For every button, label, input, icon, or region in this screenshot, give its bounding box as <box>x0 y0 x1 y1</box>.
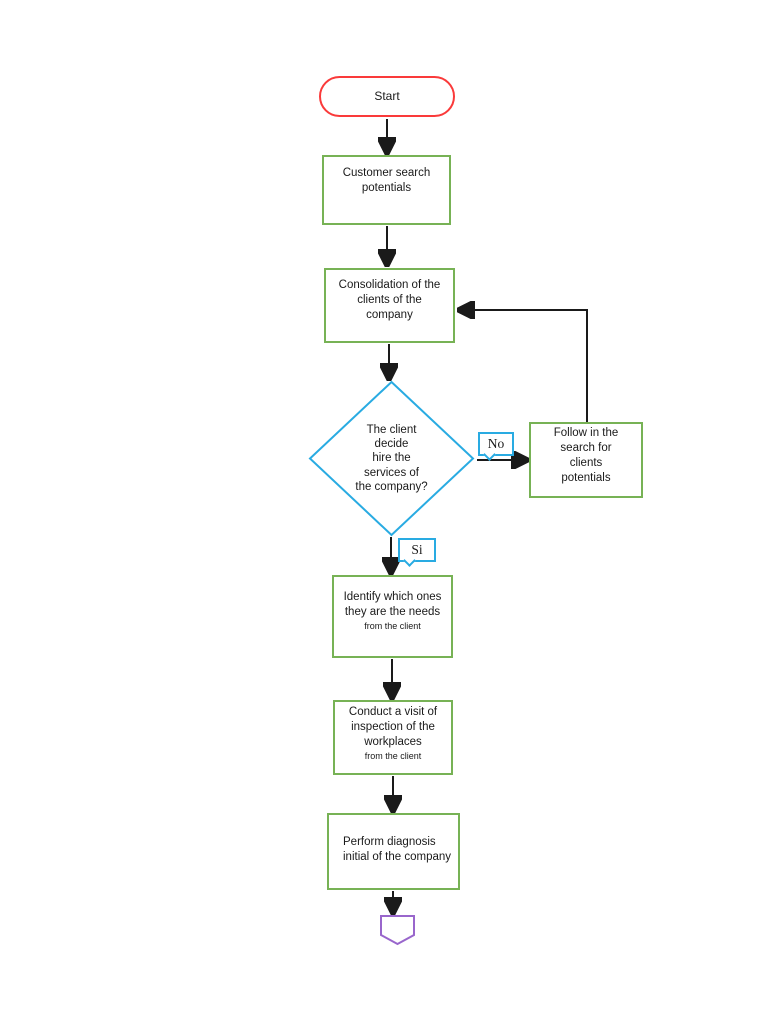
si-branch-callout: Si <box>398 538 436 562</box>
si-branch-label: Si <box>411 542 423 557</box>
decision-diamond-shape <box>308 380 475 537</box>
start-label: Start <box>374 89 400 103</box>
process-identify-needs-subtext: from the client <box>364 621 421 631</box>
offpage-connector-shape <box>380 915 415 946</box>
arrow-follow-search-back-to-consolidation <box>461 310 588 422</box>
no-branch-label: No <box>487 436 505 451</box>
offpage-connector <box>379 914 416 946</box>
process-conduct-visit-subtext: from the client <box>364 751 422 761</box>
start-terminator: Start <box>319 76 455 117</box>
no-branch-callout: No <box>478 432 514 456</box>
